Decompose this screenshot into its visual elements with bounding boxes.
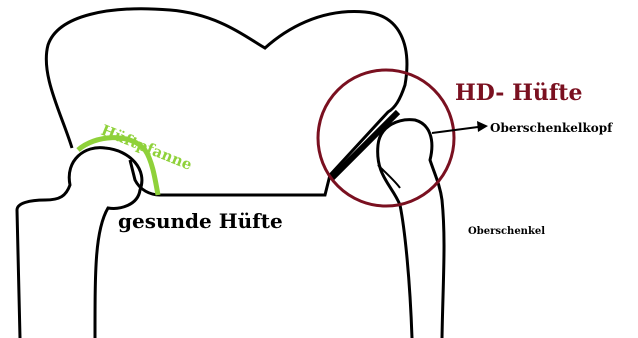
label-oberschenkel: Oberschenkel xyxy=(468,226,545,237)
label-oberschenkelkopf: Oberschenkelkopf xyxy=(490,121,613,135)
hd-highlight-circle xyxy=(318,70,454,206)
label-huftpfanne: Hüftpfanne xyxy=(99,121,195,174)
label-hd-hufte: HD- Hüfte xyxy=(455,80,582,106)
hd-acetabulum xyxy=(332,112,398,178)
left-femur-outline xyxy=(17,148,142,338)
femoral-head-arrow-head xyxy=(477,121,488,132)
pelvis-outline xyxy=(46,9,407,195)
label-gesunde-hufte: gesunde Hüfte xyxy=(118,209,283,233)
right-femur-outline xyxy=(378,120,444,338)
